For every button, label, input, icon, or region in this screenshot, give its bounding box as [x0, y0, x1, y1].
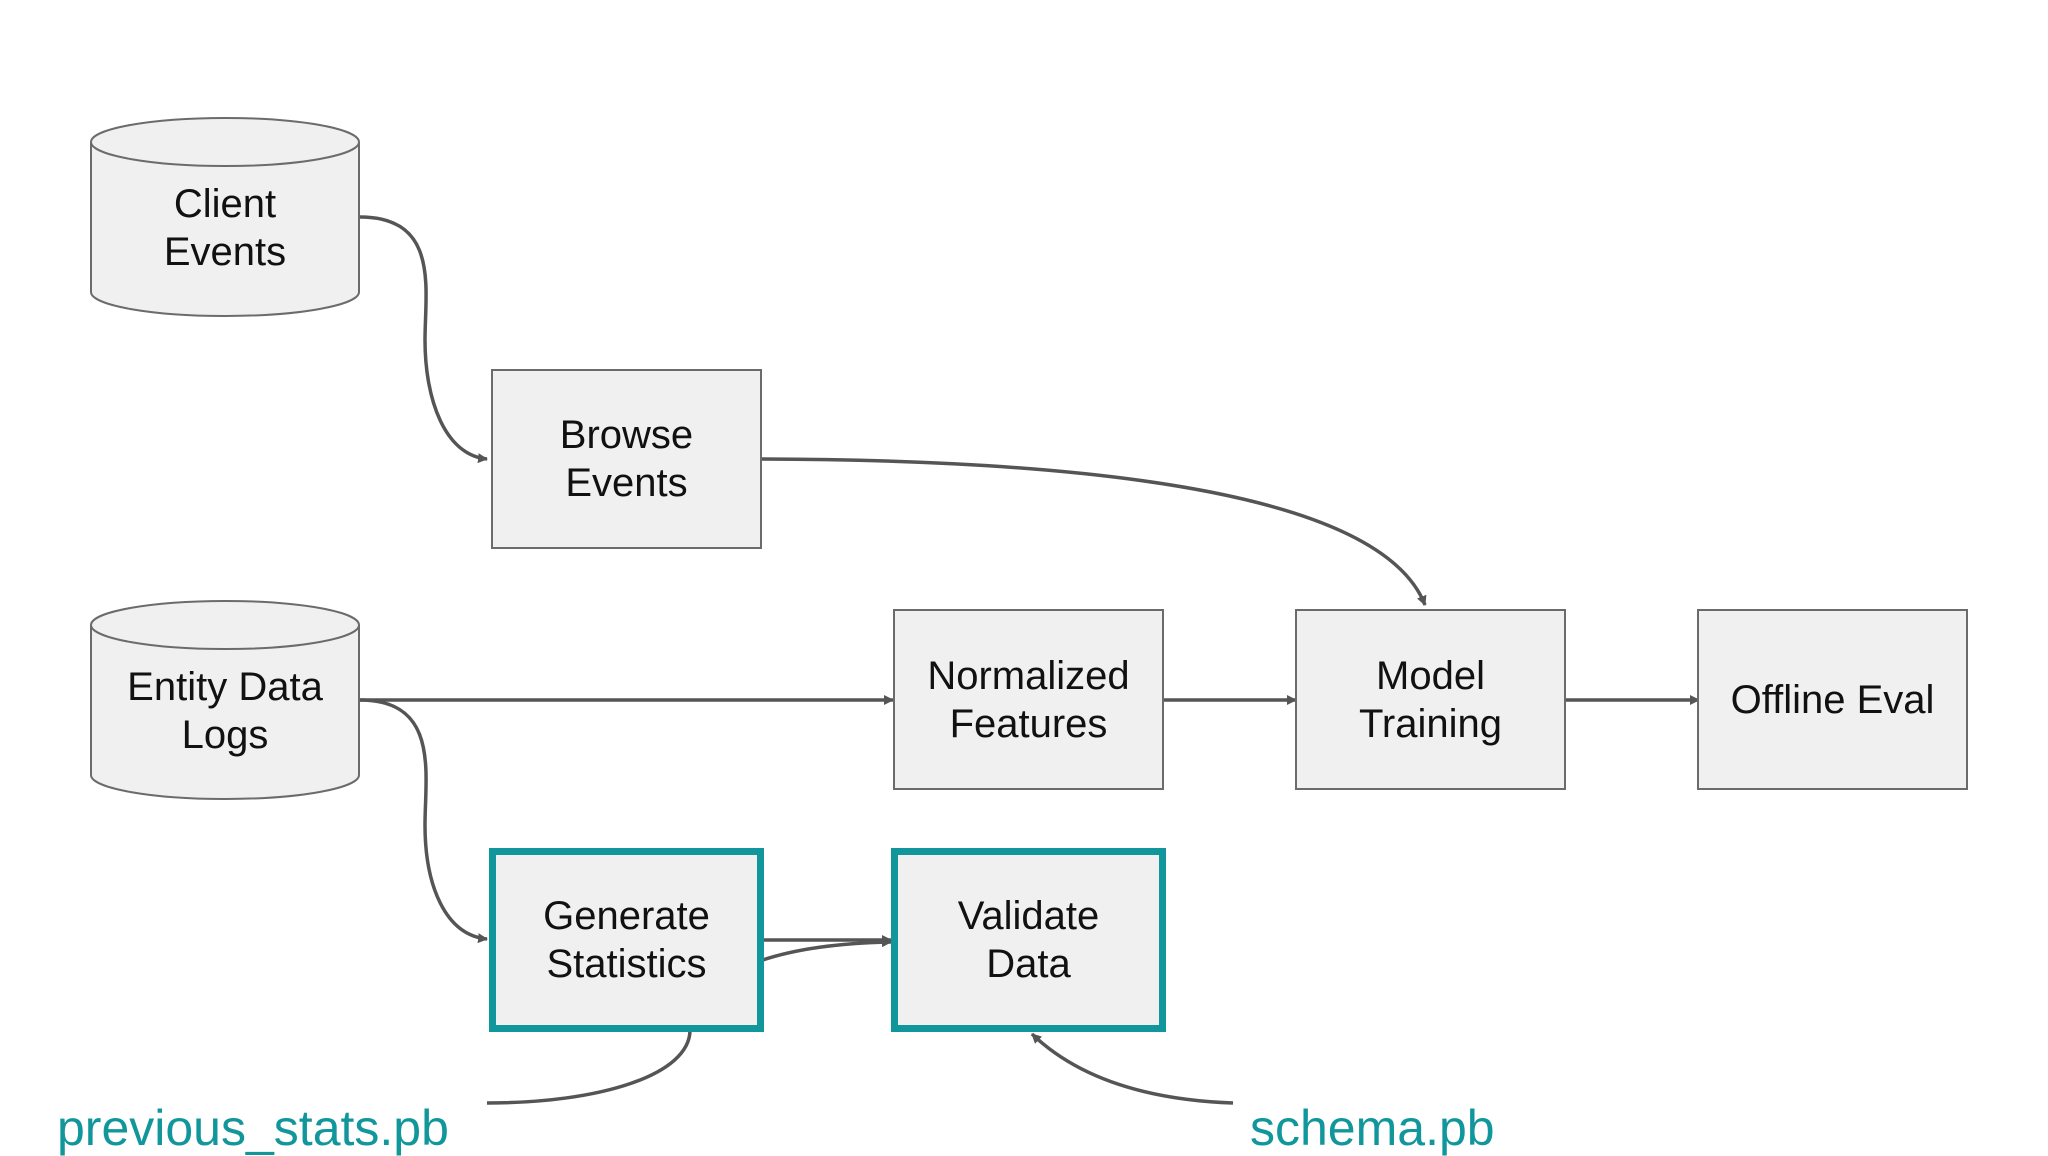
cylinder-icon	[90, 117, 360, 317]
entity-data-logs-datastore: Entity Data Logs	[89, 599, 361, 801]
normalized-features-label: Normalized Features	[927, 653, 1130, 746]
client-events-datastore: Client Events	[89, 116, 361, 318]
cylinder-icon	[90, 600, 360, 800]
model-training-label: Model Training	[1358, 653, 1503, 746]
browse-events-node: Browse Events	[491, 369, 762, 549]
edge-client-to-browse	[359, 215, 488, 464]
offline-eval-label: Offline Eval	[1730, 677, 1935, 722]
validate-data-node: Validate Data	[891, 848, 1166, 1032]
client-events-label: Client Events	[163, 182, 287, 274]
normalized-features-node: Normalized Features	[893, 609, 1164, 790]
model-training-node: Model Training	[1295, 609, 1566, 790]
previous-stats-file-label: previous_stats.pb	[57, 1100, 449, 1156]
browse-events-label: Browse Events	[559, 413, 694, 505]
edge-schema-to-validate	[1030, 1032, 1234, 1105]
edge-entity-to-generate	[359, 698, 488, 944]
generate-statistics-node: Generate Statistics	[489, 848, 764, 1032]
entity-data-logs-label: Entity Data Logs	[127, 665, 323, 757]
validate-data-label: Validate Data	[957, 894, 1100, 986]
schema-file-label: schema.pb	[1250, 1100, 1495, 1156]
generate-statistics-label: Generate Statistics	[543, 894, 710, 986]
offline-eval-node: Offline Eval	[1697, 609, 1968, 790]
edge-browse-to-training	[761, 457, 1427, 606]
